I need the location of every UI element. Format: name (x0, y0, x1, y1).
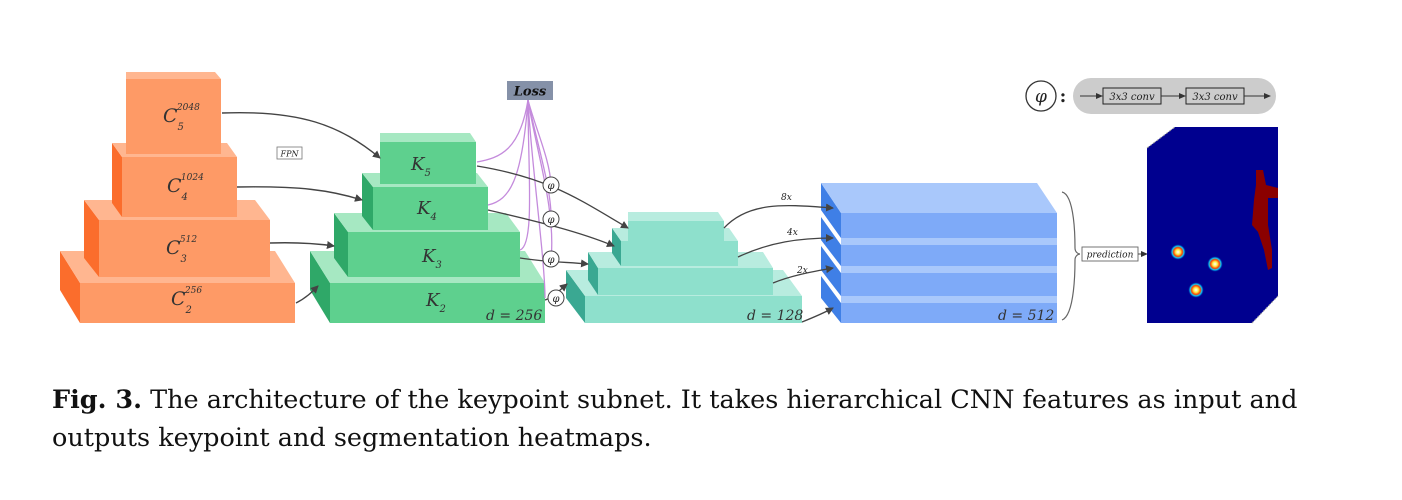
loss-box: Loss (507, 81, 553, 100)
fpn-label-k4: K4 (416, 198, 437, 223)
phi-definition: φ : 3x3 conv 3x3 conv (1025, 78, 1276, 114)
phi-node-4: φ (547, 289, 565, 307)
loss-label: Loss (513, 85, 547, 100)
figure-label: Fig. 3. (52, 385, 142, 415)
concat-depth-label: d = 512 (998, 308, 1054, 324)
concat-slab-2 (821, 217, 1057, 266)
concat-slab-3 (821, 246, 1057, 296)
fpn-label-k5: K5 (410, 154, 431, 179)
concat-slab-4 (821, 276, 1057, 323)
phi-nodes: φ φ φ φ (542, 176, 565, 307)
arrow-c5-k5 (221, 111, 381, 159)
svg-text:φ: φ (547, 255, 554, 266)
lateral-connections (221, 111, 381, 304)
fpn-label-k3: K3 (421, 246, 442, 271)
backbone-label-c5: C52048 (163, 103, 200, 133)
phi-legend-circle (1025, 80, 1057, 112)
backbone-label-c4: C41024 (167, 173, 204, 203)
phi-node-1: φ (542, 176, 560, 194)
keypoint-blob-1 (1170, 244, 1186, 260)
svg-text:φ: φ (547, 215, 554, 226)
backbone-block-c5 (126, 72, 221, 154)
phi-legend-colon: : (1060, 86, 1067, 107)
arrow-c2-k2 (295, 285, 319, 304)
upsample-label-2x: 2x (796, 266, 808, 276)
mid-pyramid: d = 128 (566, 212, 803, 324)
mid-block-level-4 (628, 212, 724, 241)
concat-stack: d = 512 (821, 183, 1057, 324)
upsample-label-8x: 8x (781, 193, 792, 203)
backbone-pyramid: C52048 C41024 C3512 C2256 (60, 72, 295, 323)
mid-depth-label: d = 128 (747, 308, 803, 324)
phi-node-2: φ (542, 210, 560, 228)
heatmap-output (1146, 126, 1279, 324)
fpn-label-box: FPN (276, 146, 303, 160)
fpn-label: FPN (280, 150, 300, 159)
svg-text:3x3 conv: 3x3 conv (1109, 92, 1155, 103)
backbone-label-c2: C2256 (171, 286, 202, 316)
caption-text: The architecture of the keypoint subnet.… (52, 385, 1298, 453)
fpn-label-k2: K2 (425, 290, 446, 315)
backbone-label-c3: C3512 (166, 235, 197, 265)
keypoint-blob-2 (1207, 256, 1223, 272)
fpn-block-k5 (380, 133, 476, 184)
svg-text:φ: φ (1035, 87, 1047, 107)
segmentation-mask (1252, 170, 1278, 270)
fpn-depth-label: d = 256 (486, 308, 542, 324)
upsample-connections (723, 203, 834, 323)
prediction-box: prediction (1081, 246, 1139, 262)
phi-node-3: φ (542, 250, 560, 268)
svg-text:φ: φ (552, 294, 559, 305)
prediction-label: prediction (1087, 251, 1134, 261)
arrow-c3-k3 (269, 241, 335, 249)
svg-text:3x3 conv: 3x3 conv (1192, 92, 1238, 103)
upsample-label-4x: 4x (786, 228, 798, 238)
concat-slab-1 (821, 183, 1057, 238)
keypoint-blob-3 (1188, 282, 1204, 298)
fpn-pyramid: K5 K4 K3 K2 d = 256 (310, 133, 545, 324)
svg-text:φ: φ (547, 181, 554, 192)
arrow-c4-k4 (236, 186, 363, 202)
brace (1061, 191, 1081, 321)
figure-caption: Fig. 3. The architecture of the keypoint… (52, 381, 1372, 457)
